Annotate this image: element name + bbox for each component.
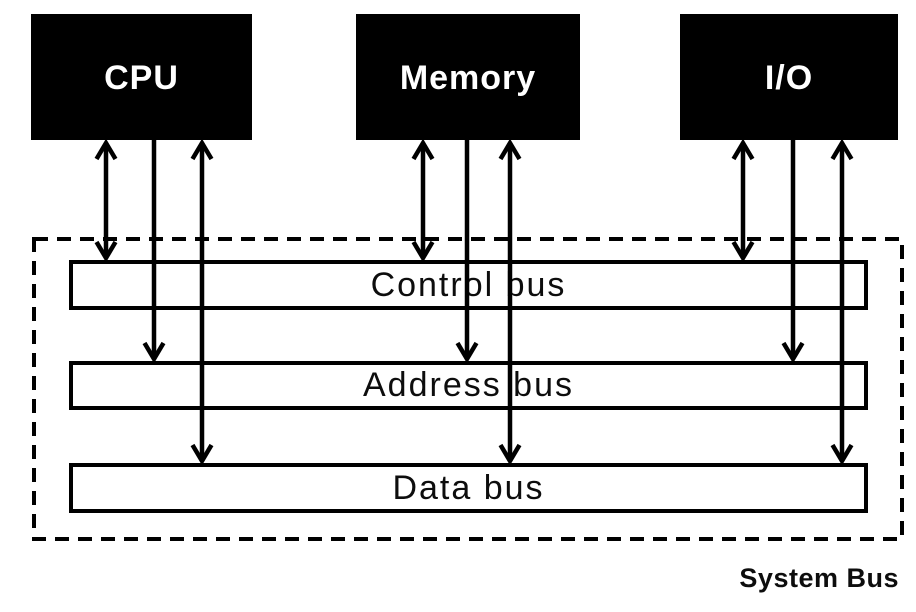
arrow-down-icon bbox=[781, 341, 805, 364]
arrow-up-icon bbox=[731, 138, 755, 161]
cpu-address-bus-connector bbox=[142, 140, 166, 364]
system-bus-caption: System Bus bbox=[739, 563, 899, 593]
arrow-up-icon bbox=[94, 138, 118, 161]
memory-control-bus-connector bbox=[411, 138, 435, 263]
cpu-block: CPU bbox=[31, 14, 252, 140]
io-address-bus-connector bbox=[781, 140, 805, 364]
arrow-up-icon bbox=[411, 138, 435, 161]
arrow-up-icon bbox=[830, 138, 854, 161]
arrow-up-icon bbox=[190, 138, 214, 161]
memory-address-bus-connector bbox=[455, 140, 479, 364]
io-label: I/O bbox=[764, 58, 814, 97]
cpu-label: CPU bbox=[104, 58, 179, 97]
arrow-down-icon bbox=[142, 341, 166, 364]
arrow-up-icon bbox=[498, 138, 522, 161]
arrow-down-icon bbox=[498, 443, 522, 466]
data-bus-bar: Data bus bbox=[69, 463, 868, 513]
io-control-bus-connector bbox=[731, 138, 755, 263]
arrow-down-icon bbox=[830, 443, 854, 466]
data-bus-label: Data bus bbox=[392, 468, 545, 507]
arrow-down-icon bbox=[411, 240, 435, 263]
arrow-down-icon bbox=[455, 341, 479, 364]
control-bus-bar: Control bus bbox=[69, 260, 868, 310]
address-bus-bar: Address bus bbox=[69, 361, 868, 410]
io-block: I/O bbox=[680, 14, 898, 140]
arrow-down-icon bbox=[190, 443, 214, 466]
arrow-down-icon bbox=[731, 240, 755, 263]
memory-block: Memory bbox=[356, 14, 580, 140]
address-bus-label: Address bus bbox=[363, 366, 574, 404]
memory-label: Memory bbox=[399, 58, 537, 97]
control-bus-label: Control bus bbox=[370, 265, 567, 304]
cpu-control-bus-connector bbox=[94, 138, 118, 263]
arrow-down-icon bbox=[94, 240, 118, 263]
